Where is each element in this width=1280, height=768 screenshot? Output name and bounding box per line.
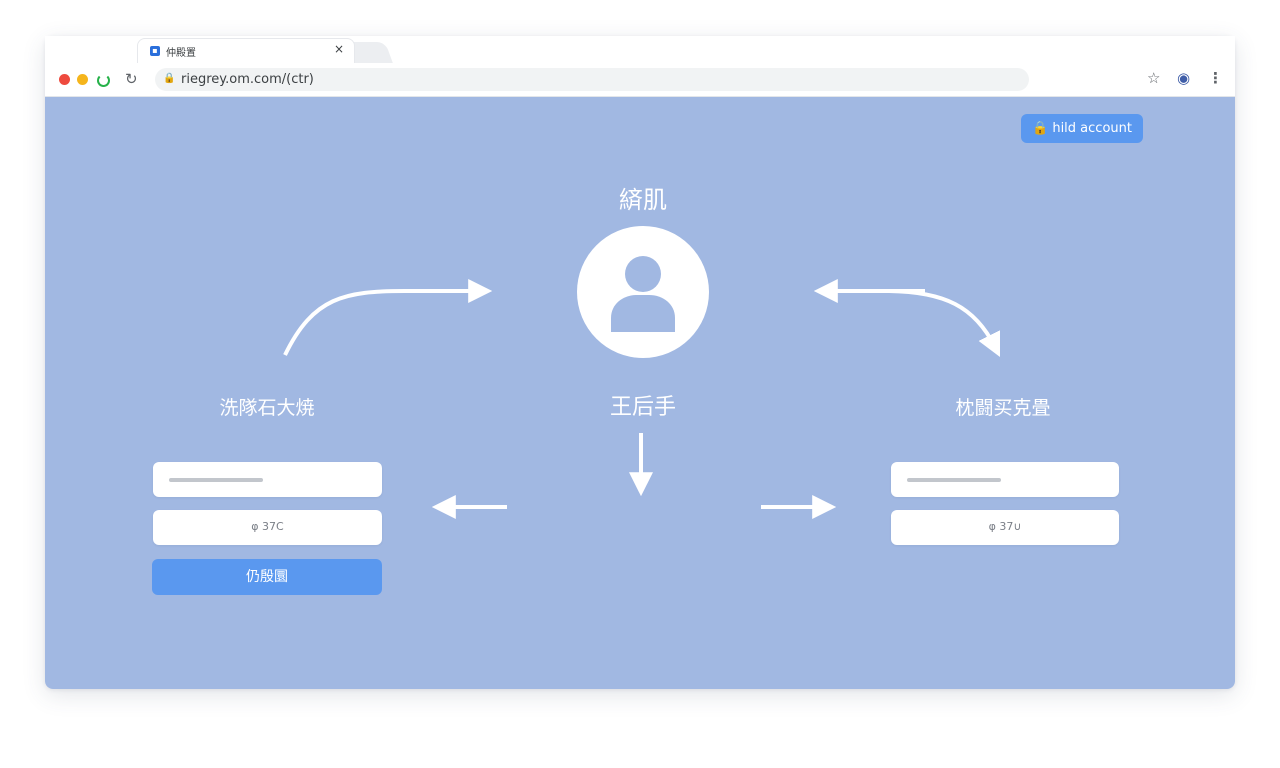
address-bar[interactable]: 🔒 riegrey.om.com/(ctr) xyxy=(155,68,1029,91)
browser-window: ▪ 仲殿置 × ↻ 🔒 riegrey.om.com/(ctr) ☆ ◉ ⋮ xyxy=(45,36,1235,689)
field-placeholder-bar xyxy=(907,478,1001,482)
menu-icon[interactable]: ⋮ xyxy=(1208,69,1223,87)
profile-icon[interactable]: ◉ xyxy=(1177,69,1191,87)
right-password-field[interactable]: φ 37∪ xyxy=(891,510,1119,545)
browser-toolbar: ↻ 🔒 riegrey.om.com/(ctr) ☆ ◉ ⋮ xyxy=(45,63,1235,97)
arrow-icon xyxy=(884,289,1001,358)
tab-strip: ▪ 仲殿置 × xyxy=(45,36,1235,63)
user-avatar-icon xyxy=(577,226,709,358)
maximize-window-dot[interactable] xyxy=(97,74,110,87)
page-content: 🔒 hild account 緕肌 王后手 洗隊石大焼 枕闘买克畳 φ 37C … xyxy=(45,97,1235,689)
url-text[interactable]: riegrey.om.com/(ctr) xyxy=(181,72,314,87)
tab-close-icon[interactable]: × xyxy=(333,42,344,56)
minimize-window-dot[interactable] xyxy=(77,74,88,85)
password-placeholder: φ 37∪ xyxy=(988,520,1022,533)
left-password-field[interactable]: φ 37C xyxy=(153,510,382,545)
tab-title: 仲殿置 xyxy=(166,48,196,59)
star-icon[interactable]: ☆ xyxy=(1147,69,1161,87)
flow-arrows xyxy=(283,279,1001,519)
app-favicon-icon: ▪ xyxy=(150,46,160,56)
build-account-button[interactable]: 🔒 hild account xyxy=(1021,114,1143,143)
right-username-field[interactable] xyxy=(891,462,1119,497)
submit-button[interactable]: 仍殷圜 xyxy=(152,559,382,595)
right-section-label: 枕闘买克畳 xyxy=(955,397,1051,419)
field-placeholder-bar xyxy=(169,478,263,482)
reload-icon[interactable]: ↻ xyxy=(125,70,138,88)
active-tab[interactable]: ▪ 仲殿置 × xyxy=(137,38,355,63)
left-username-field[interactable] xyxy=(153,462,382,497)
password-placeholder: φ 37C xyxy=(251,520,284,533)
left-section-label: 洗隊石大焼 xyxy=(219,397,315,419)
arrow-icon xyxy=(283,279,493,356)
close-window-dot[interactable] xyxy=(59,74,70,85)
lock-icon: 🔒 xyxy=(163,73,176,84)
top-label: 緕肌 xyxy=(619,186,667,214)
center-label: 王后手 xyxy=(609,395,676,420)
